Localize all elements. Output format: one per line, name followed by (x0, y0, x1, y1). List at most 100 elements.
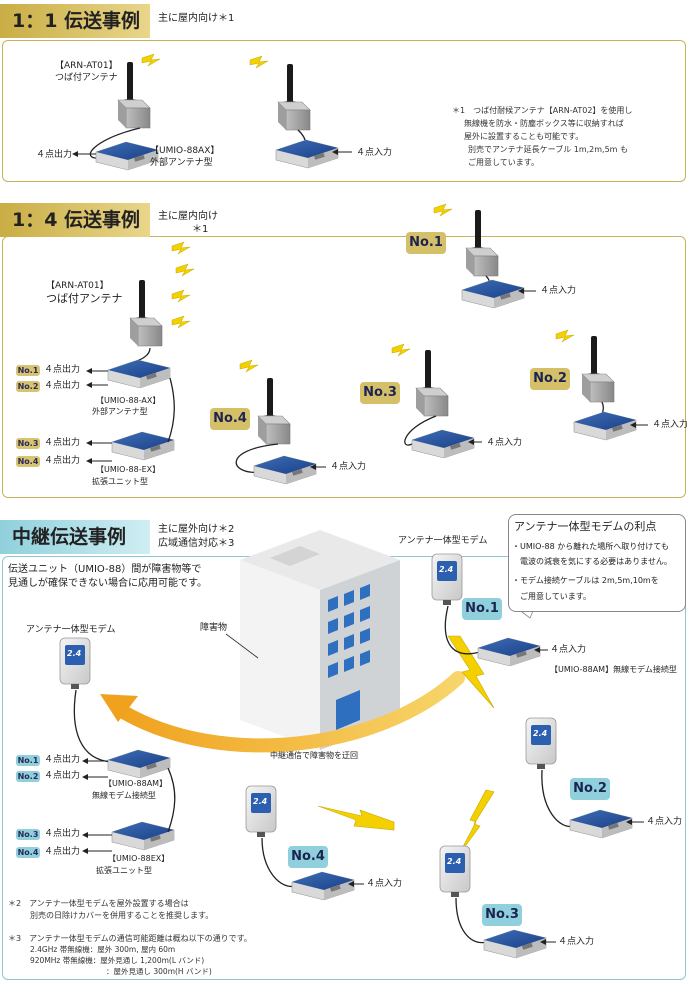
relay-input-no3: ４点入力 (558, 937, 595, 947)
callout-line-1: ・UMIO-88 から離れた場所へ取り付けても (512, 542, 669, 551)
relay-description-2: 見通しが確保できない場合に応用可能です。 (8, 578, 207, 589)
unit1-model-label: 【UMIO-88AM】 (104, 779, 168, 788)
antenna-icon (117, 61, 151, 129)
unit-icon (483, 929, 547, 959)
unit-icon (573, 411, 637, 441)
unit-88-ax-icon (107, 359, 171, 389)
remote-input-no1: ４点入力 (540, 286, 577, 296)
unit-88ax-icon (95, 141, 159, 171)
section-relay-subtitle-2: 広域通信対応＊3 (158, 538, 235, 549)
output-badge-no3: No.3 (16, 438, 40, 449)
relay-badge-no4: No.4 (288, 846, 328, 868)
modem-text: 2.4 (533, 729, 548, 738)
unit-88-ex-icon (111, 431, 175, 461)
obstacle-label: 障害物 (200, 623, 228, 633)
section-1to1-title: 1：1 伝送事例 (0, 4, 150, 38)
antenna-model-label: 【ARN-AT01】 (46, 281, 109, 291)
unit-88am-icon (107, 749, 171, 779)
relay-badge-no1: No.1 (462, 598, 502, 620)
input-label: ４点入力 (356, 148, 393, 158)
unit1-model-label: 【UMIO-88-AX】 (96, 396, 161, 405)
modem-icon (525, 717, 557, 770)
modem-text: 2.4 (67, 649, 82, 658)
output-label-no3: ４点出力 (44, 438, 81, 448)
remote-badge-no1: No.1 (406, 232, 446, 254)
note-1-line-3: 屋外に設置することも可能です。 (464, 132, 584, 141)
unit1-model-name: 外部アンテナ型 (92, 407, 148, 416)
output-label-no1: ４点出力 (44, 365, 81, 375)
remote-input-no2: ４点入力 (652, 420, 687, 430)
unit2-model-label: 【UMIO-88EX】 (108, 854, 170, 863)
antenna-icon (129, 279, 163, 347)
note-1-line-2: 無線機を防水・防塵ボックス等に収納すれば (464, 119, 624, 128)
antenna-model-name: つば付アンテナ (46, 292, 123, 305)
section-1to1-diagram (72, 53, 352, 171)
note-1-line-4: 別売でアンテナ延長ケーブル 1m,2m,5m も (468, 145, 629, 154)
remote-badge-no3: No.3 (360, 382, 400, 404)
relay-input-no2: ４点入力 (646, 817, 683, 827)
remote-badge-no4: No.4 (210, 408, 250, 430)
unit2-model-name: 拡張ユニット型 (92, 477, 148, 486)
antenna-icon (581, 335, 615, 403)
unit-icon (411, 429, 475, 459)
unit-icon (253, 455, 317, 485)
section-1to4-title: 1：4 伝送事例 (0, 203, 150, 237)
unit2-model-name: 拡張ユニット型 (96, 866, 152, 875)
no1-unit-label: 【UMIO-88AM】無線モデム接続型 (550, 665, 677, 674)
relay-badge-no3: No.3 (482, 904, 522, 926)
output-badge-no2: No.2 (16, 381, 40, 392)
output-label-no4: ４点出力 (44, 456, 81, 466)
modem-text: 2.4 (439, 565, 454, 574)
antenna-icon (465, 209, 499, 277)
model-name: つば付アンテナ (55, 73, 118, 83)
output-badge-no1: No.1 (16, 365, 40, 376)
output-badge-no2: No.2 (16, 771, 40, 782)
remote-input-no3: ４点入力 (486, 438, 523, 448)
unit-icon (569, 809, 633, 839)
unit-icon (477, 637, 541, 667)
unit1-model-name: 無線モデム接続型 (92, 791, 156, 800)
unit-model-name: 外部アンテナ型 (150, 158, 213, 168)
section-1to4-subtitle-2: ＊1 (192, 224, 209, 235)
unit-icon (275, 139, 339, 169)
unit2-model-label: 【UMIO-88-EX】 (96, 465, 161, 474)
output-label: ４点出力 (36, 150, 73, 160)
modem-text: 2.4 (447, 857, 462, 866)
relay-badge-no2: No.2 (570, 778, 610, 800)
building-icon (240, 530, 400, 750)
relay-input-no1: ４点入力 (550, 645, 587, 655)
callout-title: アンテナ一体型モデムの利点 (514, 520, 657, 533)
unit-icon (461, 279, 525, 309)
modem-icon (59, 637, 91, 690)
note-2-line-1: ＊2 アンテナ一体型モデムを屋外設置する場合は (8, 899, 189, 908)
section-1to4-subtitle-1: 主に屋内向け (158, 211, 218, 222)
section-1to4-panel (2, 236, 686, 498)
relay-description-1: 伝送ユニット（UMIO-88）間が障害物等で (8, 564, 202, 575)
note-3-line-4: ：屋外見通し 300m(H バンド) (106, 967, 212, 976)
output-badge-no4: No.4 (16, 456, 40, 467)
section-relay-subtitle-1: 主に屋外向け＊2 (158, 524, 235, 535)
antenna-icon (415, 349, 449, 417)
model-label: 【ARN-AT01】 (55, 61, 118, 71)
output-badge-no3: No.3 (16, 829, 40, 840)
unit-model-label: 【UMIO-88AX】 (150, 146, 220, 156)
modem-label-right: アンテナ一体型モデム (398, 536, 488, 546)
note-1-line-5: ご用意しています。 (468, 158, 539, 167)
unit-icon (291, 871, 355, 901)
modem-icon (431, 553, 463, 606)
section-relay-title: 中継伝送事例 (0, 520, 150, 554)
modem-benefits-callout (508, 514, 686, 612)
output-label-no2: ４点出力 (44, 381, 81, 391)
note-3-line-3: 920MHz 帯無線機：屋外見通し 1,200m(L バンド) (30, 956, 205, 965)
output-label-no4: ４点出力 (44, 847, 81, 857)
output-label-no1: ４点出力 (44, 755, 81, 765)
modem-icon (245, 785, 277, 838)
output-badge-no1: No.1 (16, 755, 40, 766)
section-relay-diagram (59, 530, 644, 959)
callout-line-3: ・モデム接続ケーブルは 2m,5m,10mを (512, 576, 659, 585)
callout-line-4: ご用意しています。 (520, 592, 591, 601)
output-badge-no4: No.4 (16, 847, 40, 858)
callout-line-2: 電波の減衰を気にする必要はありません。 (520, 557, 672, 566)
remote-input-no4: ４点入力 (330, 462, 367, 472)
relay-input-no4: ４点入力 (366, 879, 403, 889)
